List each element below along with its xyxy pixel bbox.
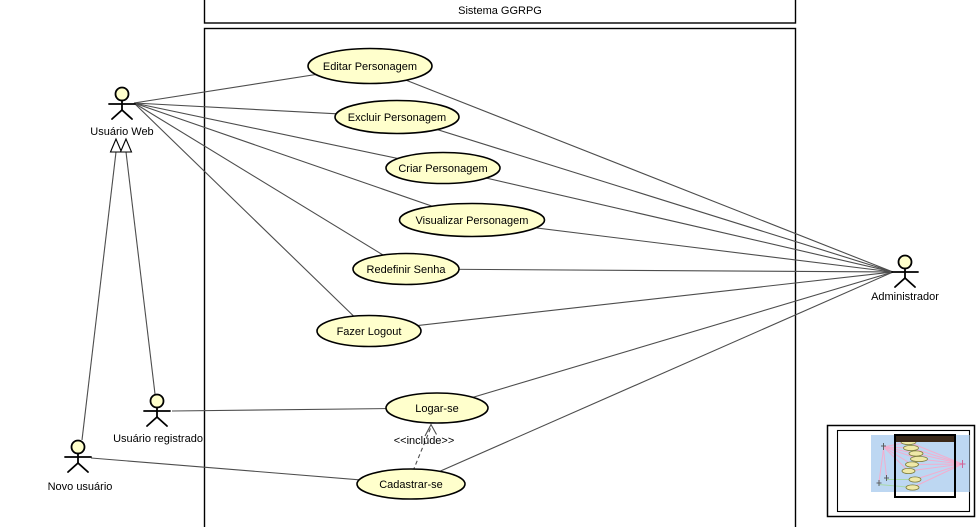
include-dependency: <<include>> (394, 423, 455, 472)
actor-usuario-web[interactable]: Usuário Web (90, 86, 154, 139)
use-case-label: Criar Personagem (398, 163, 487, 175)
overview-actor-marks (876, 443, 889, 486)
actor-administrador[interactable]: Administrador (871, 254, 939, 304)
actor-label: Administrador (871, 291, 939, 303)
use-case-label: Cadastrar-se (379, 479, 443, 491)
system-title: Sistema GGRPG (458, 5, 542, 17)
assoc-web-visualizar (133, 102, 473, 221)
generalization-novo-web (81, 151, 117, 441)
overview-thumbnail-background (871, 435, 970, 492)
assoc-web-redefinir (133, 102, 407, 270)
actor-label: Usuário registrado (113, 433, 203, 445)
use-case-label: Logar-se (415, 403, 458, 415)
use-case-logar-se[interactable]: Logar-se (385, 392, 489, 424)
assoc-admin-editar (369, 65, 894, 273)
include-dashed-line (412, 426, 432, 472)
actor-head-icon (70, 439, 86, 455)
use-case-criar-personagem[interactable]: Criar Personagem (385, 151, 501, 185)
assoc-admin-excluir (396, 116, 894, 273)
actor-head-icon (114, 86, 130, 102)
use-case-label: Visualizar Personagem (416, 215, 529, 227)
use-case-label: Editar Personagem (323, 61, 417, 73)
assoc-novo-cadastrar (90, 457, 412, 485)
associations (90, 65, 894, 485)
system-title-box (203, 0, 797, 24)
overview-viewport[interactable] (894, 434, 956, 498)
actor-head-icon (897, 254, 913, 270)
generalization-registrado-web (125, 151, 156, 395)
include-stereotype-label: <<include>> (394, 435, 455, 447)
actor-head-icon (149, 393, 165, 409)
overview-viewport-titlebar[interactable] (894, 434, 956, 442)
assoc-admin-cadastrar (410, 271, 894, 485)
use-case-redefinir-senha[interactable]: Redefinir Senha (352, 252, 460, 286)
overview-admin-mark (959, 460, 966, 468)
use-case-label: Fazer Logout (337, 326, 402, 338)
actor-novo-usuario[interactable]: Novo usuário (48, 439, 113, 494)
generalization-arrowhead-icon (109, 137, 123, 153)
system-boundary-box (203, 27, 797, 527)
generalization-arrowhead-icon (119, 137, 133, 153)
actors: Usuário Web Usuário registrado Novo usuá… (48, 86, 939, 494)
assoc-admin-redefinir (405, 268, 894, 273)
overview-panel (826, 424, 976, 518)
generalizations (81, 137, 156, 441)
assoc-web-criar (133, 102, 444, 169)
use-case-label: Redefinir Senha (367, 264, 447, 276)
actor-label: Novo usuário (48, 481, 113, 493)
use-case-excluir-personagem[interactable]: Excluir Personagem (334, 99, 460, 135)
actor-usuario-registrado[interactable]: Usuário registrado (113, 393, 203, 446)
system-boundary: Sistema GGRPG (203, 0, 797, 527)
assoc-admin-visualizar (471, 219, 894, 273)
use-case-fazer-logout[interactable]: Fazer Logout (316, 314, 422, 348)
include-arrowhead-icon (424, 423, 437, 437)
overview-viewport-frame[interactable] (894, 434, 956, 498)
use-case-visualizar-personagem[interactable]: Visualizar Personagem (398, 202, 546, 238)
use-cases: Editar Personagem Excluir Personagem Cri… (307, 47, 546, 500)
use-case-label: Excluir Personagem (348, 112, 446, 124)
assoc-web-logout (133, 102, 370, 332)
actor-label: Usuário Web (90, 126, 153, 138)
assoc-admin-logout (368, 271, 894, 332)
assoc-admin-logar (436, 271, 894, 409)
assoc-admin-criar (442, 167, 894, 273)
use-case-editar-personagem[interactable]: Editar Personagem (307, 47, 433, 85)
use-case-cadastrar-se[interactable]: Cadastrar-se (356, 468, 466, 500)
